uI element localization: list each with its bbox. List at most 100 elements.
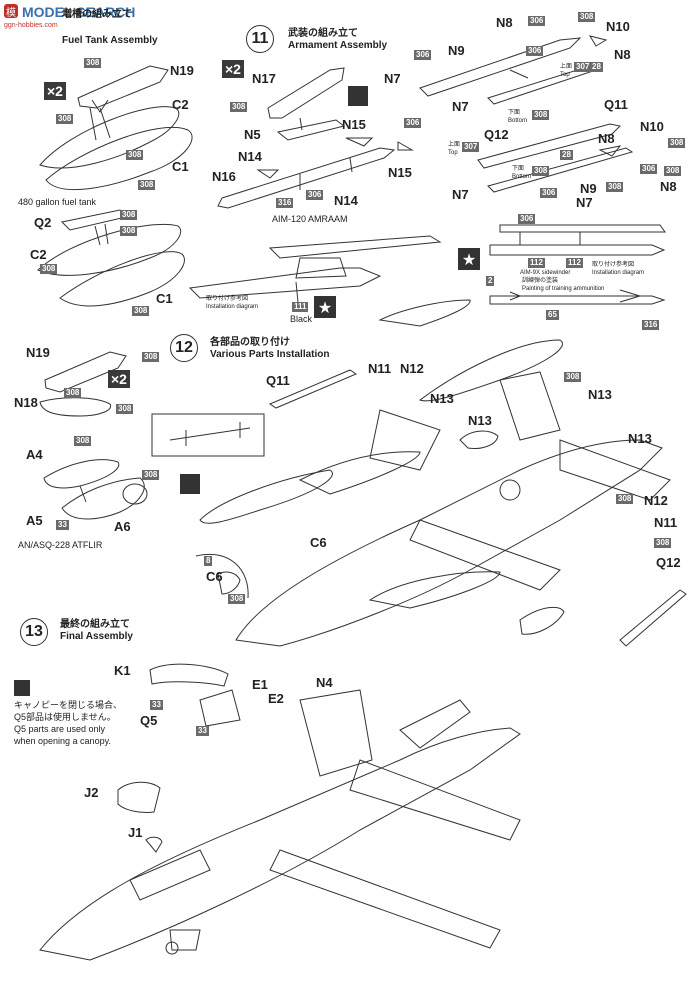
part-label-a4: A4 <box>26 447 43 462</box>
paint-tag-308: 308 <box>40 264 58 274</box>
amraam-caption: AIM-120 AMRAAM <box>272 214 348 224</box>
bottom-label-en: Bottom <box>508 118 528 124</box>
part-label-n8: N8 <box>660 179 677 194</box>
paint-tag-306: 306 <box>526 46 544 56</box>
part-label-k1: K1 <box>114 663 131 678</box>
part-label-c2: C2 <box>172 97 189 112</box>
part-label-n14: N14 <box>238 149 262 164</box>
part-label-q11: Q11 <box>266 373 290 388</box>
paint-tag-308: 308 <box>138 180 156 190</box>
atflir-caption: AN/ASQ-228 ATFLIR <box>18 540 103 550</box>
fuel-tank-caption: 480 gallon fuel tank <box>18 197 97 207</box>
note-en-line2: when opening a canopy. <box>14 736 111 746</box>
paint-tag-308: 308 <box>120 226 138 236</box>
part-label-n11: N11 <box>654 515 678 530</box>
paint-tag-308: 308 <box>228 594 246 604</box>
part-label-c6: C6 <box>206 569 223 584</box>
part-label-n12: N12 <box>644 493 668 508</box>
part-label-n19: N19 <box>26 345 50 360</box>
part-label-j1: J1 <box>128 825 143 840</box>
paint-tag-316: 316 <box>642 320 660 330</box>
glue-icon <box>348 86 368 106</box>
part-label-n13: N13 <box>628 431 652 446</box>
part-label-n9: N9 <box>580 181 597 196</box>
paint-tag-308: 308 <box>132 306 150 316</box>
paint-tag-308: 308 <box>74 436 92 446</box>
part-label-n10: N10 <box>606 19 630 34</box>
c6-inset <box>195 553 249 599</box>
watermark-text: MODEL SEARCH <box>22 4 136 20</box>
part-label-n13: N13 <box>468 413 492 428</box>
part-label-n8: N8 <box>598 131 615 146</box>
star-icon: ★ <box>458 248 480 270</box>
step11-title-jp: 武装の組み立て <box>288 28 358 39</box>
paint-tag-308: 308 <box>142 352 160 362</box>
part-label-n8: N8 <box>496 15 513 30</box>
step11-title-en: Armament Assembly <box>288 40 388 51</box>
paint-tag-308: 308 <box>142 470 160 480</box>
black-caption: Black <box>290 314 313 324</box>
paint-tag-112: 112 <box>566 258 583 268</box>
install-diagram-jp: 取り付け参考図 <box>592 262 635 268</box>
install-diagram-jp: 取り付け参考図 <box>206 296 249 302</box>
paint-tag-306: 306 <box>518 214 536 224</box>
part-label-j2: J2 <box>84 785 99 800</box>
paint-tag-307: 307 <box>574 62 592 72</box>
note-en-line1: Q5 parts are used only <box>14 724 106 734</box>
paint-tag-306: 306 <box>404 118 422 128</box>
step13-title-jp: 最終の組み立て <box>60 619 130 630</box>
part-label-n4: N4 <box>316 675 333 690</box>
note-jp-line1: キャノピーを閉じる場合、 <box>14 700 123 710</box>
amraam-pylon <box>267 67 346 141</box>
amraam-install-diagram <box>188 235 442 303</box>
part-label-n19: N19 <box>170 63 194 78</box>
watermark-logo: 模 <box>4 4 18 19</box>
training-ammo-jp: 訓練弾の塗装 <box>522 278 559 284</box>
aircraft-step13 <box>39 663 521 961</box>
atflir-pod <box>43 459 148 520</box>
paint-tag-306: 306 <box>540 188 558 198</box>
paint-tag-308: 308 <box>84 58 102 68</box>
part-label-e1: E1 <box>252 677 268 692</box>
paint-tag-33: 33 <box>56 520 69 530</box>
bottom-label-jp: 下面 <box>508 110 521 116</box>
paint-tag-8: 8 <box>204 556 213 566</box>
part-label-q2: Q2 <box>34 215 52 230</box>
paint-tag-308: 308 <box>230 102 248 112</box>
step11-number: 11 <box>246 25 274 53</box>
aim9x-install <box>489 224 666 256</box>
paint-tag-308: 308 <box>120 210 138 220</box>
install-diagram-en: Installation diagram <box>592 270 645 276</box>
paint-tag-111: 111 <box>292 302 309 312</box>
paint-tag-306: 306 <box>306 190 324 200</box>
step13-title-en: Final Assembly <box>60 631 133 642</box>
paint-tag-307: 307 <box>462 142 480 152</box>
paint-tag-308: 308 <box>664 166 682 176</box>
part-label-n18: N18 <box>14 395 38 410</box>
step12-title-en: Various Parts Installation <box>210 349 330 360</box>
top-label-jp: 上面 <box>448 142 461 148</box>
part-label-n15: N15 <box>342 117 366 132</box>
part-label-n13: N13 <box>588 387 612 402</box>
part-label-c1: C1 <box>172 159 189 174</box>
step13-number: 13 <box>20 618 48 646</box>
part-label-n5: N5 <box>244 127 261 142</box>
paint-tag-308: 308 <box>654 538 672 548</box>
step12-number: 12 <box>170 334 198 362</box>
part-label-q12: Q12 <box>656 555 681 570</box>
paint-tag-308: 308 <box>64 388 82 398</box>
detail-inset-box <box>151 413 265 457</box>
step10-title-jp: 増槽の組み立て <box>62 9 132 20</box>
paint-tag-65: 65 <box>546 310 559 320</box>
paint-tag-308: 308 <box>578 12 596 22</box>
paint-tag-306: 306 <box>528 16 546 26</box>
part-label-n7: N7 <box>452 99 469 114</box>
part-label-c1: C1 <box>156 291 173 306</box>
top-label-jp: 上面 <box>560 64 573 70</box>
watermark-url: ggn-hobbies.com <box>4 22 58 29</box>
note-jp-line2: Q5部品は使用しません。 <box>14 712 116 722</box>
quantity-x2-badge: ×2 <box>44 82 66 100</box>
part-label-n9: N9 <box>448 43 465 58</box>
part-label-q5: Q5 <box>140 713 158 728</box>
